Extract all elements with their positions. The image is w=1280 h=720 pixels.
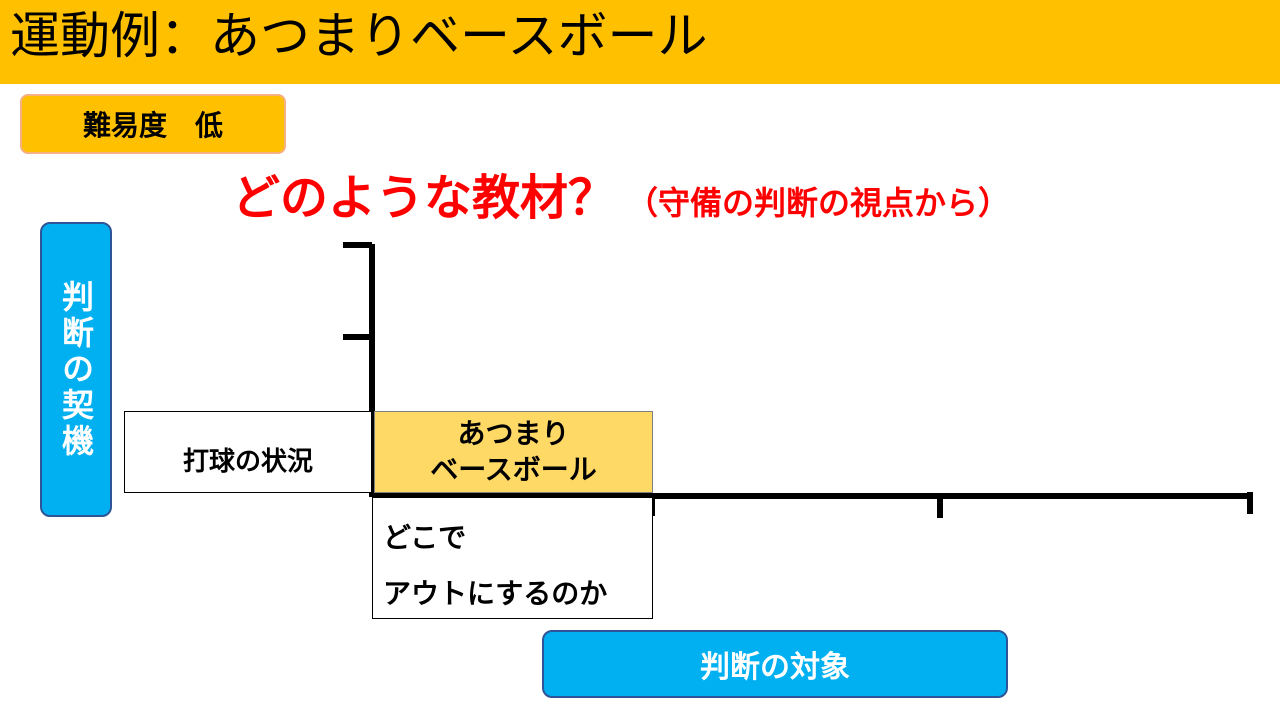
batted-ball-situation-label: 打球の状況	[182, 447, 313, 477]
question-heading: どのような教材？ （守備の判断の視点から）	[232, 168, 1010, 233]
judgment-trigger-label: 判断の契機	[40, 222, 112, 517]
atsumari-baseball-cell: あつまり ベースボール	[374, 411, 653, 493]
judgment-trigger-text: 判断の契機	[57, 279, 95, 460]
difficulty-badge: 難易度 低	[20, 94, 286, 154]
cell-line-2: ベースボール	[430, 453, 597, 486]
page-title: 運動例：あつまりベースボール	[10, 7, 708, 65]
title-bar: 運動例：あつまりベースボール	[0, 0, 1280, 84]
judgment-object-label: 判断の対象	[542, 630, 1008, 698]
cell-line-1: あつまり	[457, 417, 570, 450]
out-location-line-1: どこで	[383, 521, 467, 554]
question-main: どのような教材？	[232, 170, 617, 226]
batted-ball-situation-box: 打球の状況	[124, 411, 372, 493]
question-subtitle: （守備の判断の視点から）	[626, 184, 1011, 222]
out-location-line-2: アウトにするのか	[383, 577, 608, 610]
out-location-box: どこで アウトにするのか	[372, 497, 653, 619]
